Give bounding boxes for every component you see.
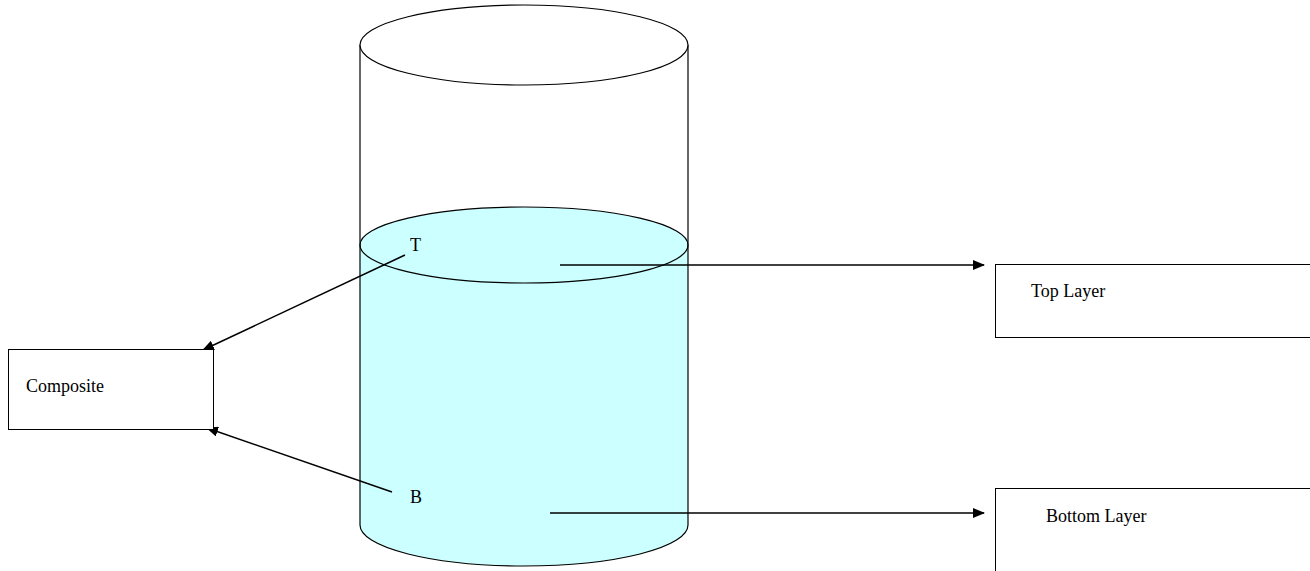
label-box: Composite: [8, 349, 214, 430]
label-box: Top Layer: [995, 264, 1310, 338]
leader-arrow: [560, 264, 984, 266]
cylinder-bottom: [360, 525, 688, 566]
box-label: Bottom Layer: [1046, 506, 1146, 527]
label-box: Bottom Layer: [995, 488, 1310, 571]
leader-arrow: [203, 255, 405, 350]
liquid-surface: [360, 207, 688, 283]
point-label: T: [410, 236, 421, 254]
cylinder-wall: [359, 45, 360, 525]
box-label: Top Layer: [1031, 281, 1105, 302]
leader-arrow: [207, 428, 392, 492]
cylinder-rim: [360, 5, 688, 85]
leader-arrow: [550, 512, 984, 514]
point-label: B: [410, 488, 422, 506]
box-label: Composite: [26, 376, 104, 397]
cylinder-wall: [687, 45, 688, 525]
liquid-body: [360, 245, 688, 566]
